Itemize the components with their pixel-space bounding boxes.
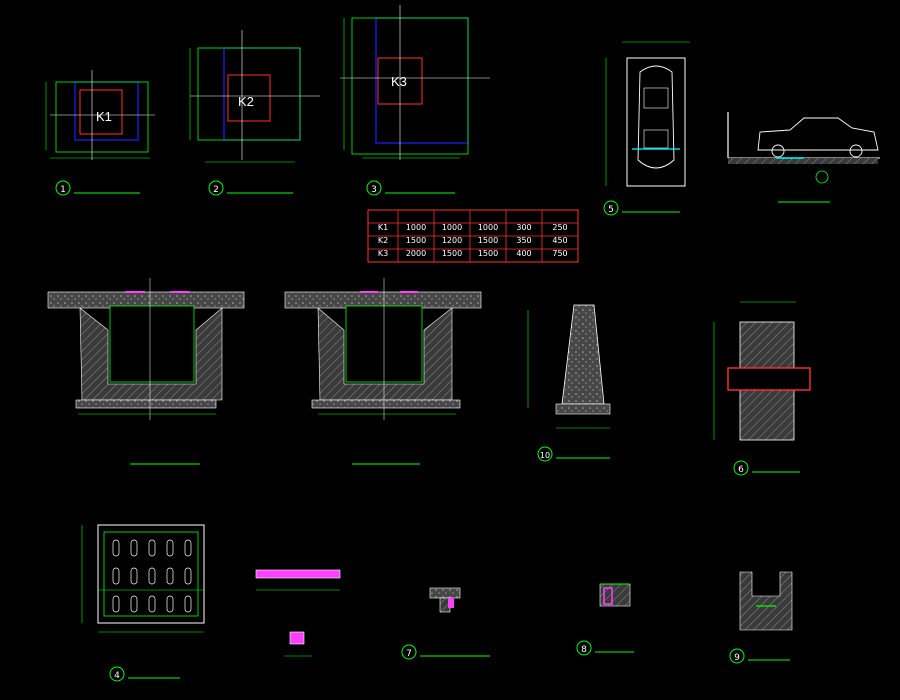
parking-space-plan: 5 bbox=[603, 41, 690, 216]
grate-slot bbox=[148, 539, 156, 557]
grate-slot bbox=[148, 595, 156, 613]
table-cell: K3 bbox=[378, 249, 388, 258]
grate-slot bbox=[130, 567, 138, 585]
table-cell: 1000 bbox=[406, 223, 426, 232]
table-cell: 1500 bbox=[442, 249, 462, 258]
table-cell: 1500 bbox=[478, 249, 498, 258]
grate-slot bbox=[112, 539, 120, 557]
table-cell: K1 bbox=[378, 223, 388, 232]
car-side-elevation bbox=[727, 112, 880, 203]
svg-text:1: 1 bbox=[60, 185, 66, 195]
edge-detail-7: 7 bbox=[401, 587, 490, 660]
grate-cover-plan: 4 bbox=[81, 524, 205, 682]
table-cell: 1000 bbox=[478, 223, 498, 232]
table-cell: 1000 bbox=[442, 223, 462, 232]
svg-text:2: 2 bbox=[213, 185, 219, 195]
grate-slot bbox=[166, 567, 174, 585]
grate-slot bbox=[130, 539, 138, 557]
grate-slot bbox=[166, 595, 174, 613]
svg-text:6: 6 bbox=[738, 465, 744, 475]
k2-plan: K2 bbox=[189, 30, 320, 163]
table-cell: 450 bbox=[552, 236, 567, 245]
table-cell: 250 bbox=[552, 223, 567, 232]
section-2-2 bbox=[284, 278, 482, 465]
pit-label-k2: K2 bbox=[238, 94, 254, 109]
table-cell: 350 bbox=[516, 236, 531, 245]
table-cell: 300 bbox=[516, 223, 531, 232]
grate-bar-sections bbox=[255, 569, 341, 657]
k3-plan: K3 bbox=[340, 5, 490, 160]
grate-slot bbox=[148, 567, 156, 585]
edge-detail-8: 8 bbox=[576, 583, 634, 656]
svg-text:7: 7 bbox=[406, 649, 412, 659]
grate-slot bbox=[184, 567, 192, 585]
table-cell: 1500 bbox=[406, 236, 426, 245]
pipe-through-wall: 6 bbox=[713, 301, 811, 476]
table-cell: 1200 bbox=[442, 236, 462, 245]
grate-slot bbox=[112, 567, 120, 585]
svg-text:5: 5 bbox=[608, 205, 614, 215]
table-cell: 750 bbox=[552, 249, 567, 258]
grate-slot bbox=[184, 595, 192, 613]
detail-callout-1: 1 bbox=[55, 180, 140, 196]
table-cell: 400 bbox=[516, 249, 531, 258]
detail-callout-2: 2 bbox=[208, 180, 293, 196]
edge-detail-9: 9 bbox=[729, 571, 793, 664]
svg-text:4: 4 bbox=[114, 671, 120, 681]
table-cell: 2000 bbox=[406, 249, 426, 258]
tapered-wall-section: 10 bbox=[527, 304, 611, 462]
detail-callout-3: 3 bbox=[366, 180, 455, 196]
svg-text:9: 9 bbox=[734, 653, 740, 663]
section-1-1 bbox=[47, 278, 245, 465]
grate-slot bbox=[130, 595, 138, 613]
grate-slot bbox=[112, 595, 120, 613]
table-cell: 1500 bbox=[478, 236, 498, 245]
svg-text:3: 3 bbox=[371, 185, 377, 195]
svg-text:8: 8 bbox=[581, 645, 587, 655]
grate-slot bbox=[166, 539, 174, 557]
pit-label-k1: K1 bbox=[96, 109, 112, 124]
pit-label-k3: K3 bbox=[391, 74, 407, 89]
table-cell: K2 bbox=[378, 236, 388, 245]
svg-text:10: 10 bbox=[540, 451, 550, 460]
grate-slot bbox=[184, 539, 192, 557]
k1-plan: K1 bbox=[45, 70, 155, 160]
